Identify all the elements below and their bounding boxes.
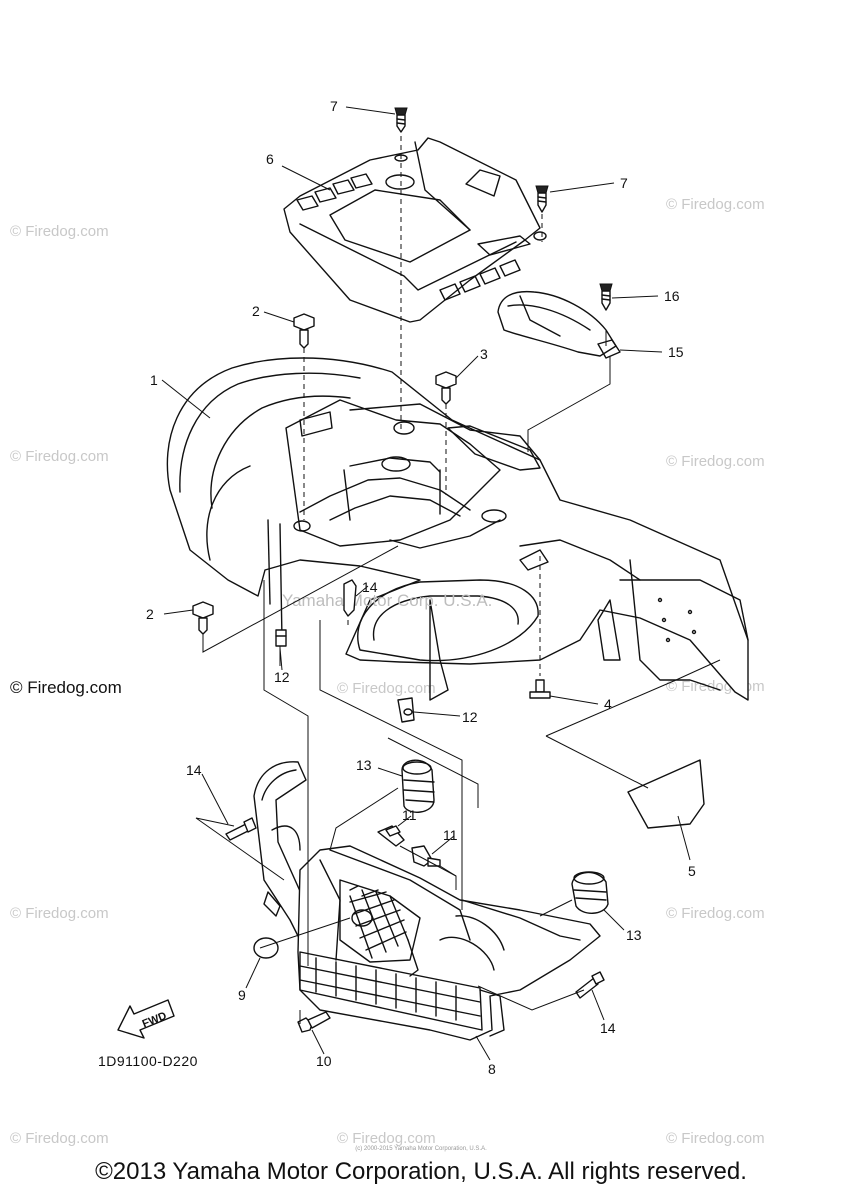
guard-piece	[497, 290, 621, 359]
watermark-layer: © Firedog.com © Firedog.com © Firedog.co…	[10, 196, 765, 1147]
plug-9	[253, 937, 279, 959]
rack-cover	[283, 137, 547, 323]
clip-12-left	[275, 629, 287, 647]
assembly-lines	[195, 136, 721, 1024]
callout-label: 11	[402, 807, 417, 823]
callout-label: 14	[186, 762, 202, 778]
clip-12-right	[397, 697, 415, 723]
callout-label: 2	[252, 303, 260, 319]
grommet-13-right	[571, 871, 609, 914]
watermark: © Firedog.com	[10, 448, 109, 465]
callout-label: 4	[604, 696, 612, 712]
front-guard	[253, 761, 601, 1041]
figure-code: 1D91100-D220	[98, 1053, 198, 1069]
callout-label: 1	[150, 372, 158, 388]
callout-label: 7	[620, 175, 628, 191]
watermark: © Firedog.com	[10, 223, 109, 240]
watermark: © Firedog.com	[337, 680, 436, 697]
callout-label: 15	[668, 344, 684, 360]
callout-label: 9	[238, 987, 246, 1003]
rear-fender	[166, 357, 749, 701]
bolt-2-left	[192, 601, 214, 635]
rivet-14-fender	[343, 579, 357, 617]
callout-numbers: 7 6 7 16 15 2 3 1 2 4 12 12 14 13 11 11 …	[146, 98, 696, 1077]
callout-label: 14	[362, 579, 378, 595]
watermark: © Firedog.com	[666, 196, 765, 213]
grommet-13-top	[401, 759, 435, 813]
callout-label: 8	[488, 1061, 496, 1077]
callout-label: 5	[688, 863, 696, 879]
watermark: © Firedog.com	[666, 453, 765, 470]
bolt-3	[435, 371, 457, 405]
bolt-2-top	[293, 313, 315, 349]
callout-label: 12	[462, 709, 478, 725]
watermark: © Firedog.com	[666, 905, 765, 922]
watermark: © Firedog.com	[337, 1130, 436, 1147]
bolt-4	[529, 679, 551, 699]
callout-label: 2	[146, 606, 154, 622]
fine-print: (c) 2000-2015 Yamaha Motor Corporation, …	[355, 1146, 487, 1152]
screw-7-right	[535, 185, 549, 213]
callout-label: 13	[356, 757, 372, 773]
rivet-14-right	[575, 971, 605, 999]
callout-label: 11	[443, 827, 458, 843]
callout-label: 14	[600, 1020, 616, 1036]
watermark: © Firedog.com	[10, 1130, 109, 1147]
stamp-text: Yamaha Motor Corp. U.S.A.	[282, 591, 492, 610]
callout-label: 13	[626, 927, 642, 943]
callout-label: 3	[480, 346, 488, 362]
watermark-dark: © Firedog.com	[10, 678, 122, 697]
bolt-10	[297, 1011, 331, 1033]
watermark: © Firedog.com	[666, 1130, 765, 1147]
callout-label: 7	[330, 98, 338, 114]
emblem-plate	[627, 759, 705, 829]
fwd-arrow-icon: FWD	[117, 999, 175, 1039]
screw-7-top	[394, 107, 408, 133]
rivet-14-left	[225, 817, 257, 841]
screw-16	[599, 283, 613, 311]
copyright-notice: ©2013 Yamaha Motor Corporation, U.S.A. A…	[95, 1158, 747, 1185]
callout-label: 12	[274, 669, 290, 685]
bolt-11-a	[377, 825, 405, 847]
bolt-11-b	[411, 845, 441, 867]
watermark: © Firedog.com	[10, 905, 109, 922]
callout-leaders	[161, 106, 691, 1061]
callout-label: 16	[664, 288, 680, 304]
callout-label: 6	[266, 151, 274, 167]
callout-label: 10	[316, 1053, 332, 1069]
